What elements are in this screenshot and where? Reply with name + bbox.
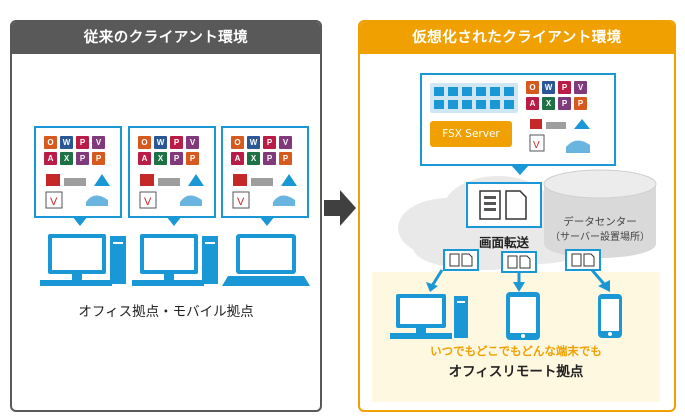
app-window-1: O W P V A X P P V <box>34 126 122 218</box>
app-tile-icon: P <box>558 81 571 94</box>
app-tile-icon: O <box>526 81 539 94</box>
app-extra-icons: V <box>529 119 590 153</box>
app-tile-icon: V <box>186 136 199 149</box>
app-tile-icon: W <box>542 81 555 94</box>
app-tile-icon: P <box>76 136 89 149</box>
tablet-icon <box>506 292 540 340</box>
document-icon <box>501 251 537 273</box>
screen-transfer-box <box>466 182 542 228</box>
app-tile-icon: V <box>574 81 587 94</box>
app-tile-icon: O <box>231 136 244 149</box>
app-tiles: O W P V A X P P <box>231 136 292 165</box>
app-tile-icon: P <box>76 152 89 165</box>
document-icon <box>565 249 601 271</box>
app-tile-icon: X <box>247 152 260 165</box>
remote-devices <box>390 292 622 340</box>
app-extra-icons: V <box>139 174 204 209</box>
traditional-caption: オフィス拠点・モバイル拠点 <box>78 304 254 320</box>
pointer-down-icon <box>72 216 88 226</box>
app-tile-icon: X <box>542 97 555 110</box>
app-tile-icon: V <box>92 136 105 149</box>
pointer-down-icon <box>510 164 530 175</box>
svg-text:V: V <box>237 196 245 208</box>
app-tile-icon: W <box>154 136 167 149</box>
left-devices <box>40 216 310 286</box>
app-tile-icon: A <box>44 152 57 165</box>
app-tile-icon: P <box>186 152 199 165</box>
traditional-panel-title: 従来のクライアント環境 <box>12 22 320 54</box>
remote-caption: オフィスリモート拠点 <box>448 364 584 380</box>
app-tile-icon: V <box>279 136 292 149</box>
app-tile-icon: W <box>247 136 260 149</box>
app-tiles: O W P V A X P P <box>138 136 199 165</box>
virtual-server-window: FSX Server O W P V A X P P V <box>420 73 616 166</box>
tower-icon <box>454 296 468 338</box>
app-tile-icon: A <box>231 152 244 165</box>
app-tile-icon: P <box>263 152 276 165</box>
app-tile-icon: P <box>92 152 105 165</box>
monitor-icon <box>40 234 112 286</box>
app-window-2: O W P V A X P P V <box>128 126 216 218</box>
virtualized-panel-title: 仮想化されたクライアント環境 <box>360 22 674 54</box>
app-window-3: O W P V A X P P V <box>221 126 309 218</box>
arrow-right-icon <box>324 190 356 226</box>
app-tile-icon: P <box>170 152 183 165</box>
app-tile-icon: A <box>138 152 151 165</box>
tower-icon <box>202 236 218 284</box>
app-tile-icon: X <box>154 152 167 165</box>
document-icon <box>479 190 527 220</box>
svg-text:V: V <box>50 196 58 208</box>
app-tile-icon: O <box>138 136 151 149</box>
monitor-icon <box>132 234 204 286</box>
app-tile-icon: O <box>44 136 57 149</box>
datacenter-label: データセンター <box>563 216 637 228</box>
pointer-down-icon <box>259 216 275 226</box>
app-tile-icon: X <box>60 152 73 165</box>
svg-text:V: V <box>533 140 540 151</box>
screen-transfer-label: 画面転送 <box>478 235 529 250</box>
svg-text:V: V <box>144 196 152 208</box>
app-tile-icon: P <box>558 97 571 110</box>
fsx-server-box: FSX Server <box>430 121 512 147</box>
app-tile-icon: P <box>170 136 183 149</box>
vm-grid-icon <box>430 83 518 113</box>
smartphone-icon <box>598 294 622 338</box>
app-tile-icon: P <box>574 97 587 110</box>
app-extra-icons: V <box>232 174 297 209</box>
datacenter-sub-label: （サーバー設置場所） <box>550 232 650 243</box>
app-tile-icon: P <box>279 152 292 165</box>
app-tiles: O W P V A X P P <box>44 136 105 165</box>
app-tiles: O W P V A X P P <box>526 81 587 110</box>
document-icon <box>443 249 479 271</box>
app-tile-icon: A <box>526 97 539 110</box>
transfer-arrows <box>426 249 610 292</box>
app-tile-icon: P <box>263 136 276 149</box>
laptop-icon <box>222 234 310 286</box>
tower-icon <box>110 236 126 284</box>
app-extra-icons: V <box>45 174 110 209</box>
app-tile-icon: W <box>60 136 73 149</box>
monitor-icon <box>390 294 452 339</box>
pointer-down-icon <box>166 216 182 226</box>
database-icon <box>543 169 657 258</box>
anywhere-note: いつでもどこでもどんな端末でも <box>430 344 602 358</box>
